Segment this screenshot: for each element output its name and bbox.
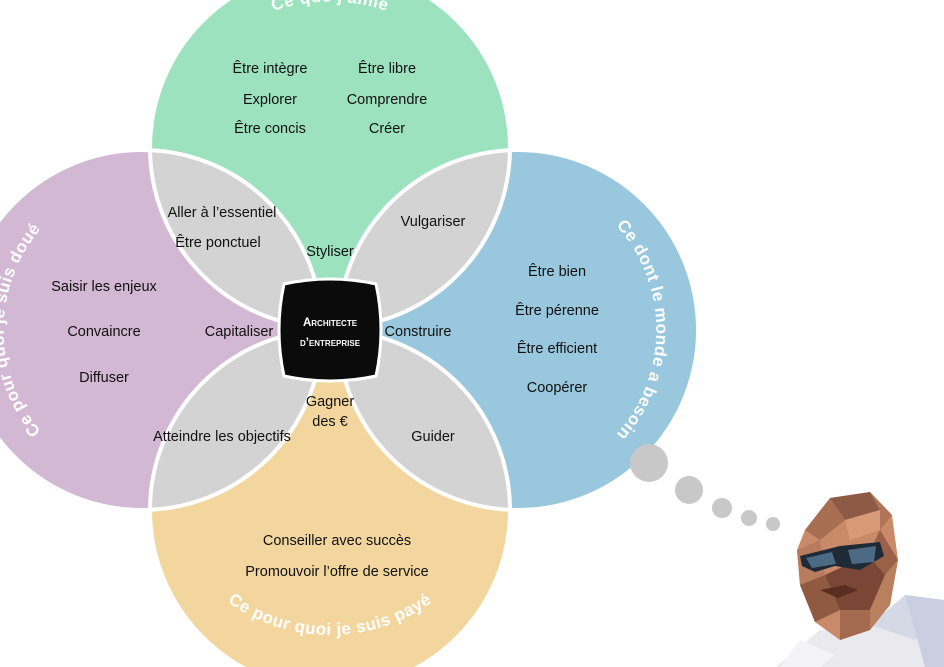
top-item: Être intègre [233,60,308,77]
top-item: Créer [369,121,405,137]
left-item: Convaincre [67,324,140,340]
left-item: Diffuser [79,370,129,386]
inner-right-item: Construire [385,324,452,340]
top-item: Être libre [358,60,416,77]
right-item: Être bien [528,263,586,280]
bottom-left-item: Atteindre les objectifs [153,429,291,445]
right-item: Être pérenne [515,302,599,319]
portrait-avatar [776,492,944,667]
inner-top-item: Styliser [306,244,354,260]
center-shape [277,277,383,383]
bottom-item: Promouvoir l’offre de service [245,564,428,580]
inner-left-item: Capitaliser [205,324,274,340]
top-right-item: Vulgariser [401,214,466,230]
center-label-line2: d’entreprise [300,337,361,349]
overlap-top-left [150,150,322,328]
inner-bottom-item: des € [312,414,347,430]
top-item: Être concis [234,120,306,137]
top-left-item: Aller à l’essentiel [168,205,277,221]
overlap-bottom-right [338,330,510,510]
top-item: Comprendre [347,92,428,108]
bottom-right-item: Guider [411,429,455,445]
center-label-line1: Architecte [303,317,358,329]
right-item: Coopérer [527,380,588,396]
overlap-bottom-left [150,330,322,510]
thought-bubbles [630,444,780,531]
overlap-top-right [338,150,510,328]
inner-bottom-item: Gagner [306,394,355,410]
bottom-item: Conseiller avec succès [263,533,411,549]
right-item: Être efficient [517,340,597,357]
top-left-item: Être ponctuel [175,234,260,251]
left-item: Saisir les enjeux [51,279,157,295]
top-item: Explorer [243,92,297,108]
